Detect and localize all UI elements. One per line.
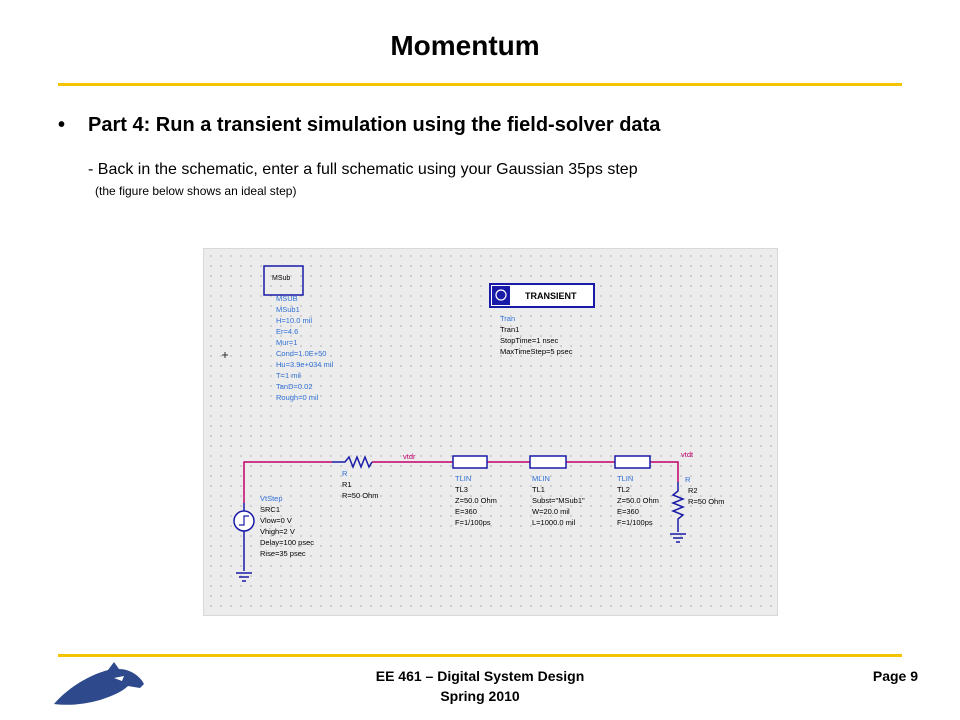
transient-box [489,283,595,308]
r2-param: R=50 Ohm [688,497,724,506]
r1-param: R1 [342,480,352,489]
msub-params: MSUB MSub1 H=10.0 mil Er=4.6 Mur=1 Cond=… [276,294,333,402]
title-divider [58,83,902,86]
transient-param: Tran [500,314,515,323]
transient-param: Tran1 [500,325,519,334]
msub-param: Rough=0 mil [276,393,319,402]
step-waveform-icon [239,515,249,526]
schematic-drawing: MSub MSUB MSub1 H=10.0 mil Er=4.6 Mur=1 … [222,265,724,582]
ground-icon [236,572,252,582]
resistor-r2 [670,482,686,532]
tl1-param: Subst="MSub1" [532,496,585,505]
page-number: Page 9 [872,668,918,684]
source-param: Delay=100 psec [260,538,314,547]
source-params: VtStep SRC1 Vlow=0 V Vhigh=2 V Delay=100… [260,494,314,558]
source-param: VtStep [260,494,283,503]
slide-title: Momentum [390,30,540,61]
source-param: Vhigh=2 V [260,527,295,536]
r1-params: R R1 R=50 Ohm [342,469,378,500]
msub-param: Er=4.6 [276,327,298,336]
figure-note: (the figure below shows an ideal step) [95,184,297,198]
ground-icon [670,533,686,543]
tl3-param: Z=50.0 Ohm [455,496,497,505]
instruction-text: - Back in the schematic, enter a full sc… [88,161,638,178]
tl1-param: TL1 [532,485,545,494]
net-label-vtdr: vtdr [403,452,416,461]
tl3-param: TL3 [455,485,468,494]
msub-box [263,265,304,296]
msub-param: MSub1 [276,305,300,314]
transient-icon [492,286,510,305]
bullet-heading: Part 4: Run a transient simulation using… [88,114,661,136]
net-label-vtdt: vtdt [681,450,694,459]
r2-param: R2 [688,486,698,495]
r2-params: R R2 R=50 Ohm [685,475,724,506]
tl3-params: TLIN TL3 Z=50.0 Ohm E=360 F=1/100ps [455,474,497,527]
source-param: Vlow=0 V [260,516,292,525]
tl3-param: E=360 [455,507,477,516]
tl2-param: Z=50.0 Ohm [617,496,659,505]
msub-param: MSUB [276,294,298,303]
msub-param: Cond=1.0E+50 [276,349,326,358]
r2-param: R [685,475,691,484]
transient-param: MaxTimeStep=5 psec [500,347,573,356]
tline-tl3 [452,455,488,469]
bullet-marker: • [58,114,66,136]
r1-param: R [342,469,348,478]
footer-term: Spring 2010 [440,688,520,704]
schematic-screenshot: MSub MSUB MSub1 H=10.0 mil Er=4.6 Mur=1 … [203,248,778,616]
tl2-param: TL2 [617,485,630,494]
tl1-param: MLIN [532,474,550,483]
tl3-param: TLIN [455,474,471,483]
source-param: SRC1 [260,505,280,514]
msub-param: T=1 mil [276,371,301,380]
origin-marker [222,352,228,358]
msub-box-label: MSub [272,275,290,282]
source-param: Rise=35 psec [260,549,306,558]
msub-param: Hu=3.9e+034 mil [276,360,333,369]
tl1-param: L=1000.0 mil [532,518,575,527]
footer-divider [58,654,902,657]
transient-param: StopTime=1 nsec [500,336,559,345]
resistor-r1 [332,454,373,470]
tl1-param: W=20.0 mil [532,507,570,516]
tline-tl2 [614,455,651,469]
mline-tl1 [529,455,567,469]
wildcat-logo-icon [54,662,144,705]
tl3-param: F=1/100ps [455,518,491,527]
tl2-param: TLIN [617,474,633,483]
gear-icon [495,289,507,301]
transient-params: Tran Tran1 StopTime=1 nsec MaxTimeStep=5… [500,314,573,356]
r1-param: R=50 Ohm [342,491,378,500]
footer-course: EE 461 – Digital System Design [375,668,585,684]
tl2-param: E=360 [617,507,639,516]
tl1-params: MLIN TL1 Subst="MSub1" W=20.0 mil L=1000… [532,474,585,527]
transient-box-label: TRANSIENT [525,291,577,301]
msub-param: Mur=1 [276,338,297,347]
msub-param: H=10.0 mil [276,316,312,325]
msub-param: TanD=0.02 [276,382,313,391]
tl2-params: TLIN TL2 Z=50.0 Ohm E=360 F=1/100ps [617,474,659,527]
tl2-param: F=1/100ps [617,518,653,527]
circuit-wires [243,461,679,503]
